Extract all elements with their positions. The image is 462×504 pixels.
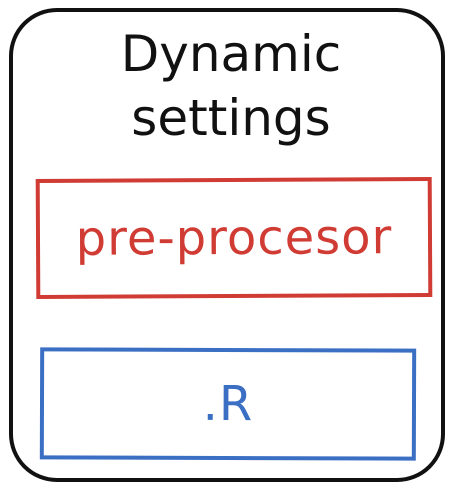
title-line-1: Dynamic	[120, 25, 342, 83]
title-line-2: settings	[131, 89, 331, 147]
settings-container	[9, 8, 445, 482]
diagram-title: Dynamic settings	[0, 22, 462, 150]
pre-processor-box: pre-procesor	[35, 176, 433, 300]
pre-processor-label: pre-procesor	[75, 209, 393, 267]
r-file-box: .R	[39, 347, 417, 461]
r-file-label: .R	[202, 375, 254, 433]
